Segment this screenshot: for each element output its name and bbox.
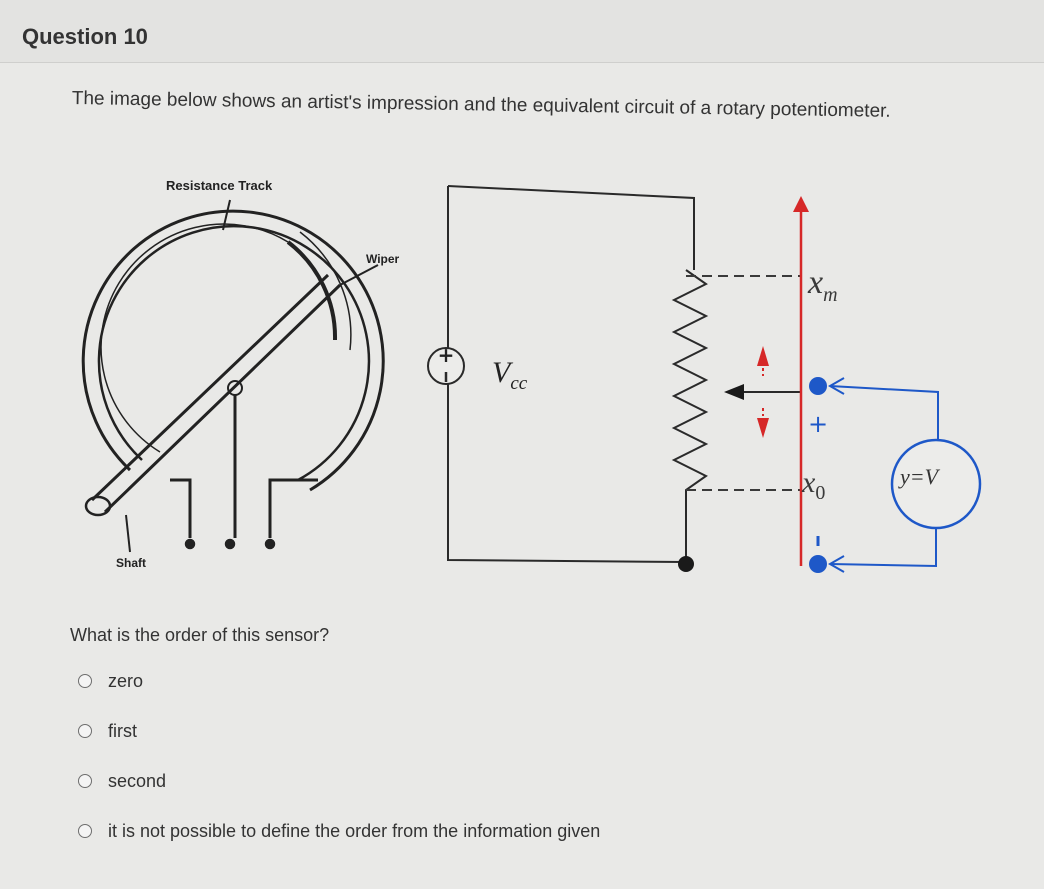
option-second[interactable]: second — [78, 768, 600, 794]
option-first[interactable]: first — [78, 718, 600, 744]
radio-button[interactable] — [78, 724, 92, 738]
potentiometer-diagram: + + — [81, 185, 982, 573]
equivalent-circuit: + + — [427, 185, 982, 573]
xm-label: xm — [808, 264, 838, 306]
question-title: Question 10 — [22, 24, 148, 49]
option-not-possible[interactable]: it is not possible to define the order f… — [78, 818, 600, 844]
meter-label: y=V — [900, 464, 939, 489]
radio-button[interactable] — [78, 774, 92, 788]
option-zero[interactable]: zero — [78, 668, 600, 694]
x0-label: x0 — [802, 466, 826, 504]
question-header — [0, 0, 1044, 63]
vcc-label: Vcc — [492, 356, 528, 394]
radio-button[interactable] — [78, 674, 92, 688]
option-label: second — [108, 770, 167, 791]
option-label: first — [108, 720, 137, 741]
option-label: it is not possible to define the order f… — [108, 820, 601, 841]
svg-text:+: + — [438, 343, 455, 367]
answer-options: zero first second it is not possible to … — [78, 668, 600, 868]
resistance-track-label: Resistance Track — [166, 178, 273, 193]
wiper-label: Wiper — [366, 252, 400, 266]
question-prompt: The image below shows an artist's impres… — [71, 88, 891, 122]
option-label: zero — [108, 670, 144, 691]
shaft-label: Shaft — [116, 556, 146, 570]
rotary-potentiometer-drawing — [81, 199, 385, 553]
question-text: What is the order of this sensor? — [70, 625, 330, 645]
svg-text:+: + — [808, 410, 828, 438]
radio-button[interactable] — [78, 824, 92, 838]
potentiometer-figure: + + — [60, 160, 1020, 590]
